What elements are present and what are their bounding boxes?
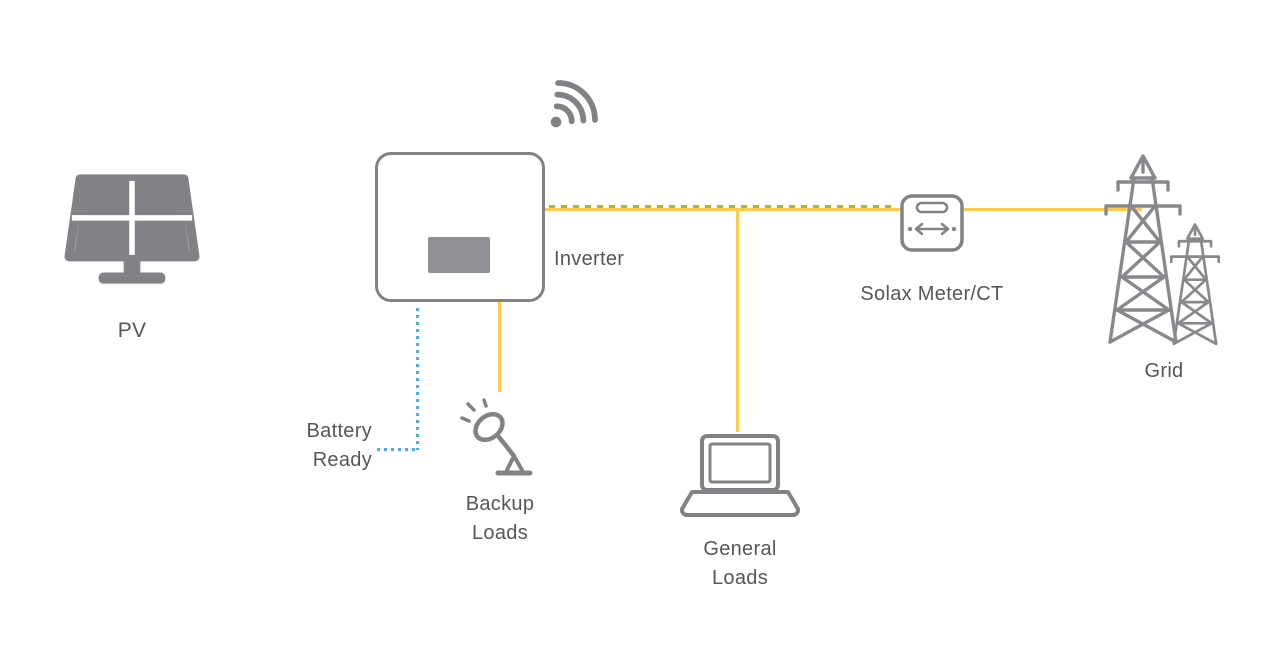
lamp-icon	[460, 398, 542, 488]
meter-to-grid-line	[964, 208, 1142, 211]
solar-panel-icon	[58, 170, 206, 300]
inverter-label: Inverter	[554, 248, 625, 270]
backup-loads-line	[498, 302, 501, 392]
battery-ready-label: Battery Ready	[306, 420, 372, 471]
solax-meter-label: Solax Meter/CT	[860, 283, 1004, 305]
backup-loads-label: Backup Loads	[465, 493, 535, 544]
inverter-to-meter-green-dashed-line	[549, 205, 891, 208]
wifi-icon	[528, 68, 610, 150]
general-loads-label: General Loads	[703, 538, 777, 589]
laptop-icon	[678, 433, 802, 523]
battery-line-vertical	[416, 308, 419, 450]
general-loads-branch-line	[736, 208, 739, 432]
transmission-towers-icon	[1098, 152, 1188, 347]
pv-label: PV	[117, 319, 147, 342]
inverter-device	[375, 152, 545, 302]
transmission-tower-small-icon	[1164, 222, 1226, 347]
grid-label: Grid	[1144, 360, 1184, 382]
inverter-to-meter-line	[545, 208, 900, 211]
battery-line-horizontal	[377, 448, 419, 451]
inverter-display	[428, 237, 490, 273]
energy-meter-icon	[900, 194, 964, 252]
